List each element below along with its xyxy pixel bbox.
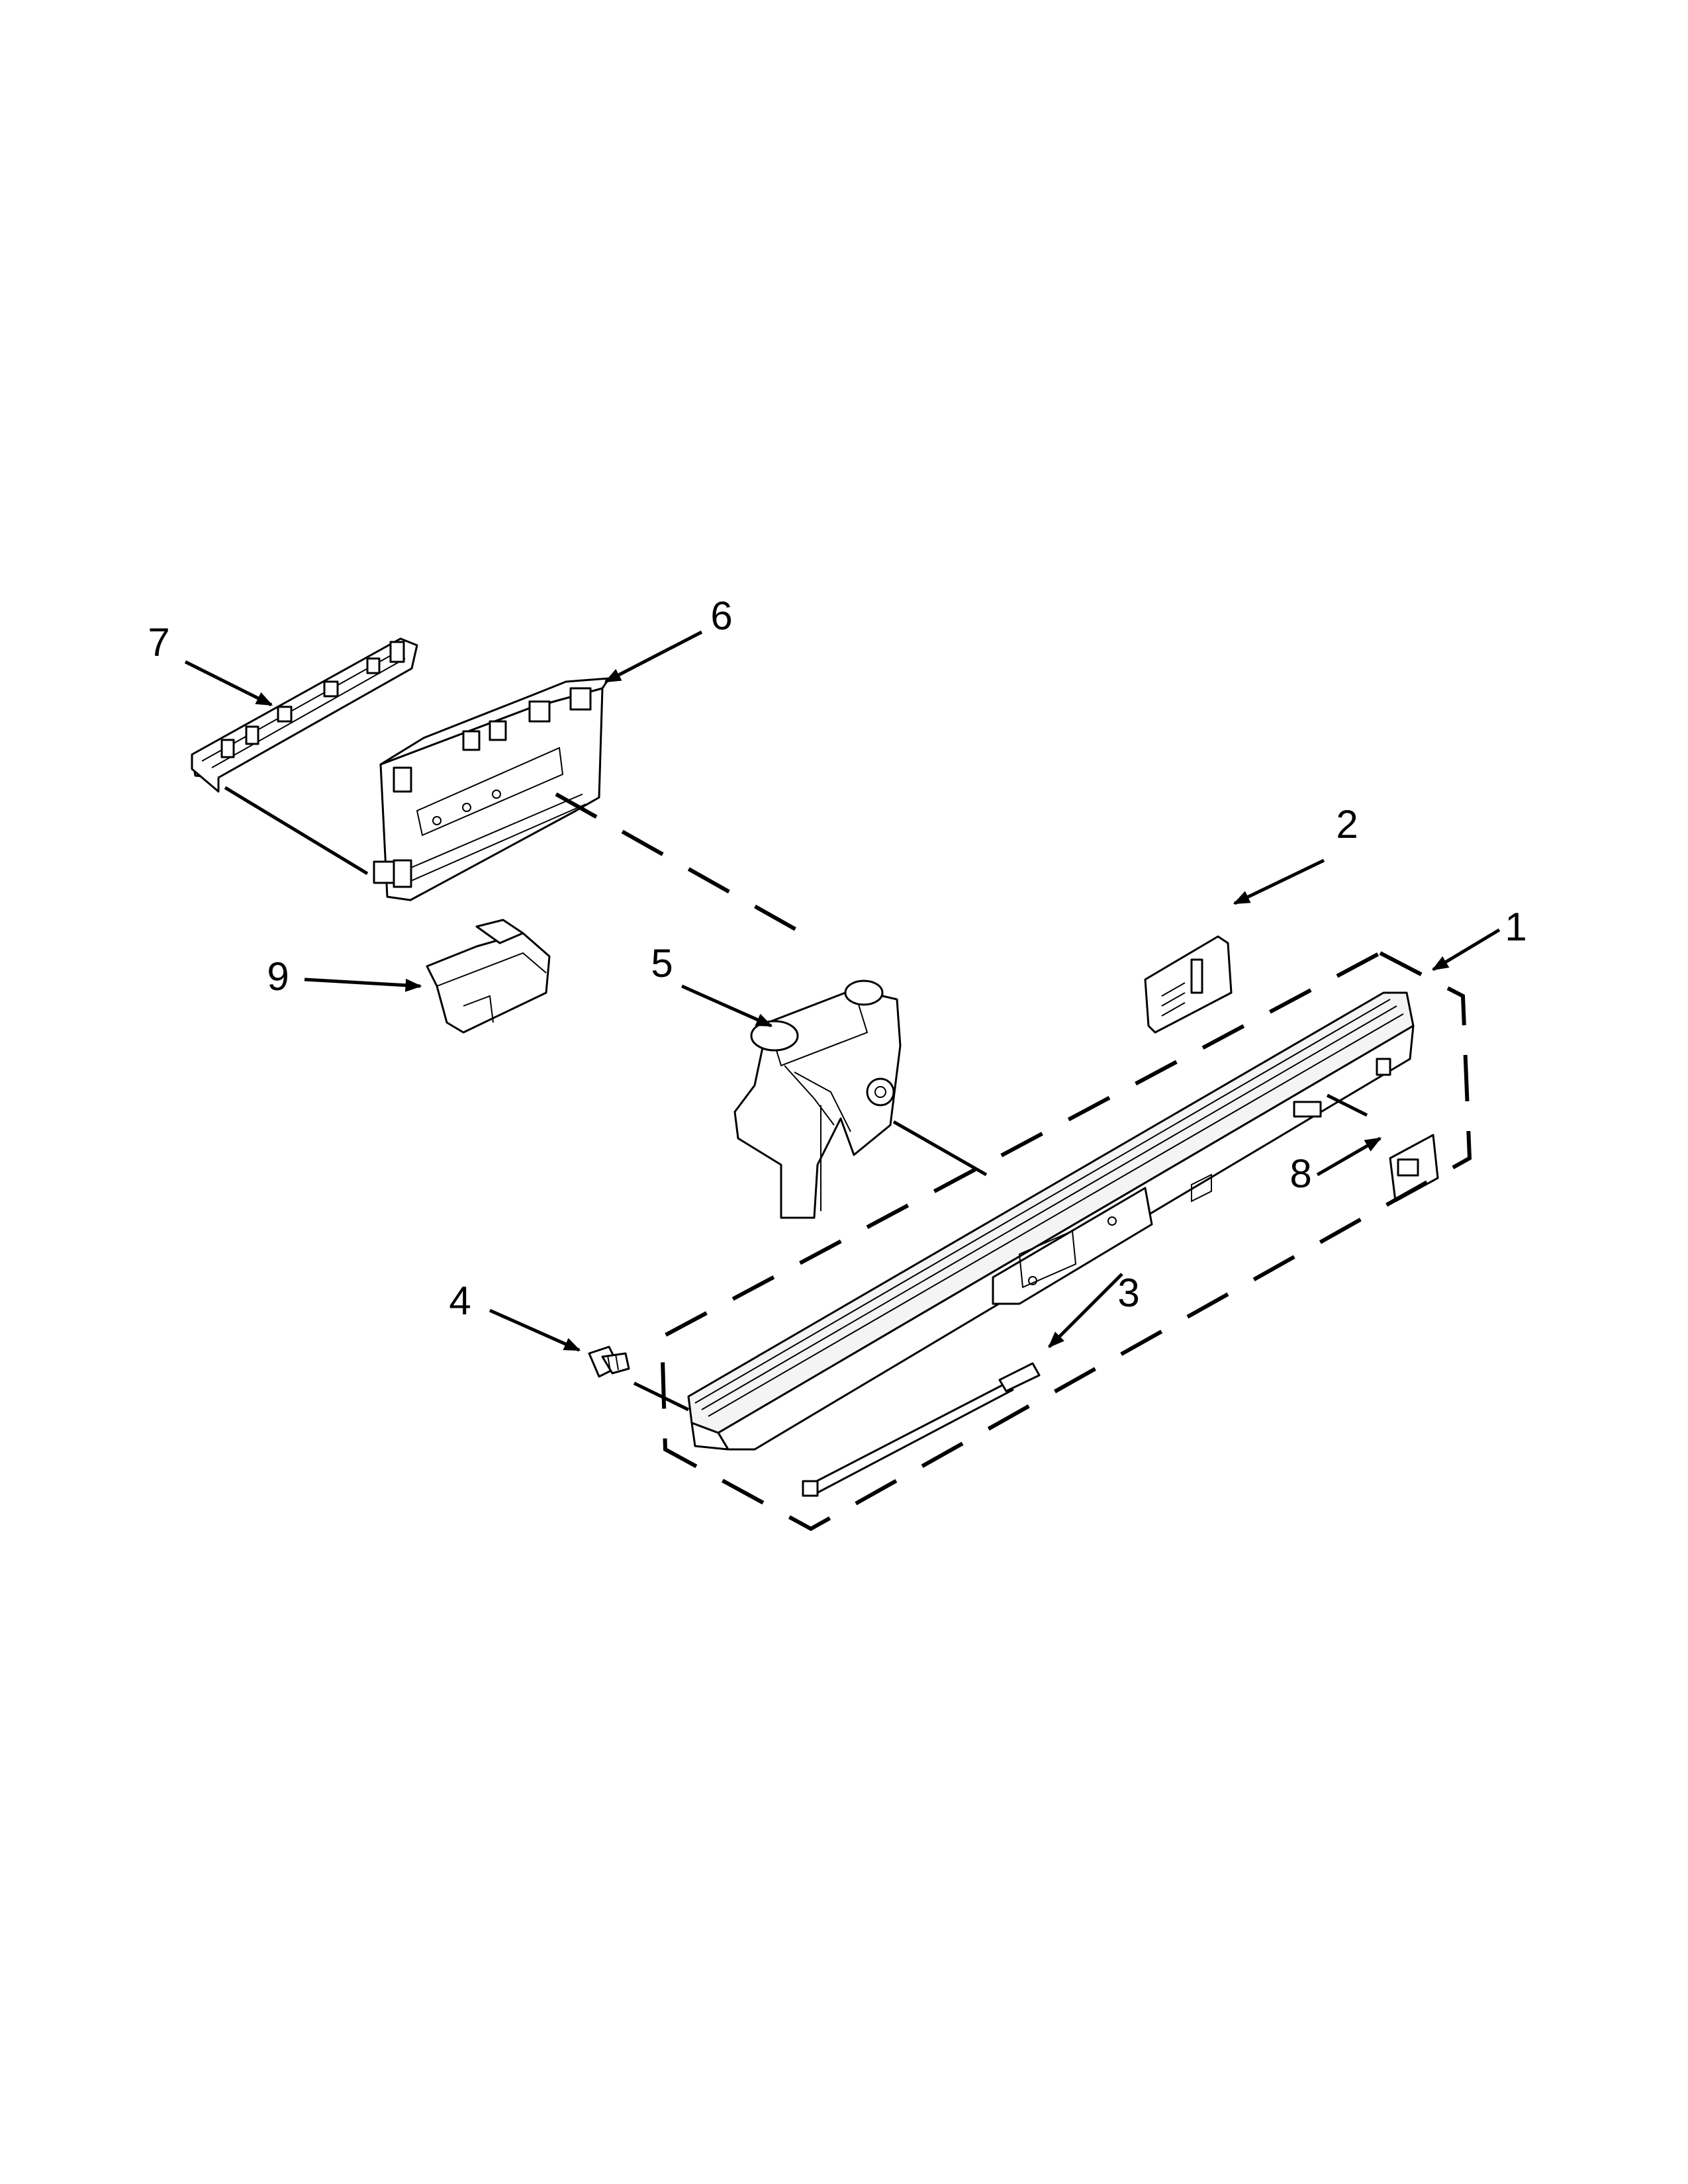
callout-8: 8 [1289, 1152, 1311, 1196]
part-8-switch-board [1389, 1134, 1439, 1203]
callout-7: 7 [148, 620, 169, 664]
assembly-outline-dashed [659, 951, 1472, 1531]
callout-9: 9 [267, 954, 289, 999]
part-4-screw [588, 1345, 630, 1378]
part-6-control-housing [373, 677, 610, 901]
callout-2: 2 [1336, 802, 1358, 846]
part-9-clip [426, 919, 551, 1034]
alignment-lines [224, 786, 1368, 1412]
callout-arrows [184, 630, 1501, 1352]
part-3-wire-harness [802, 1362, 1041, 1497]
part-7-bracket-strip [191, 637, 418, 793]
callout-1: 1 [1505, 905, 1526, 949]
callout-6: 6 [710, 594, 732, 638]
part-5-actuator-assembly [733, 979, 902, 1219]
callout-3: 3 [1117, 1271, 1139, 1315]
part-2-plate [1144, 935, 1233, 1034]
callout-4: 4 [449, 1279, 471, 1323]
callout-5: 5 [651, 941, 673, 985]
part-1-control-panel [687, 991, 1415, 1451]
